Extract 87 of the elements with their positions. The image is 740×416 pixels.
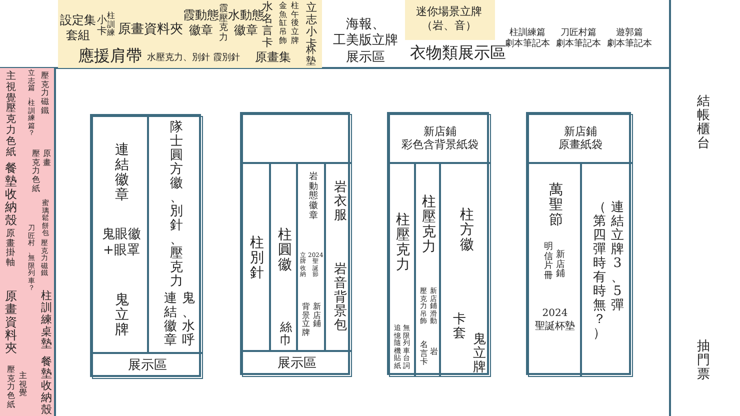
item-label: 展示區	[128, 358, 167, 374]
item-label: 原畫資料夾	[4, 290, 18, 355]
item-label: 岩衣服	[333, 181, 348, 224]
table-cell	[242, 163, 270, 351]
item-label: 岩音背景包	[333, 263, 348, 334]
counter-label: 抽門票	[696, 340, 711, 382]
area-label: 遊郭篇劇本筆記本	[607, 28, 652, 50]
item-label: 隊士圓方徽、別針、壓克力	[169, 121, 184, 290]
item-label: 應援肩帶	[78, 46, 142, 66]
item-label: 柱圓徽	[277, 228, 293, 274]
area-label: 柱訓練篇劇本筆記本	[505, 28, 550, 50]
table-cell	[389, 163, 415, 377]
item-label: 連結立牌3、5彈	[610, 201, 625, 314]
item-label: 原畫集	[255, 50, 291, 65]
item-label: 萬聖節	[548, 183, 564, 228]
table-cell	[297, 163, 325, 351]
item-label: 設定集套組	[60, 13, 96, 43]
table-cell	[242, 114, 352, 163]
item-label: 柱方徽	[459, 208, 475, 254]
table-cell	[528, 114, 633, 163]
item-label: 原畫	[42, 150, 52, 168]
display-area	[405, 0, 495, 40]
item-label: 壓克力色紙	[6, 366, 16, 410]
table-cell	[415, 163, 440, 377]
item-label: 名言卡	[419, 341, 429, 367]
item-label: 2024聖誕杯墊	[535, 308, 575, 333]
table-cell	[581, 163, 633, 377]
item-label: 金魚缸吊飾	[278, 2, 288, 46]
item-label: 柱別針	[249, 236, 265, 282]
item-label: 絲巾	[279, 321, 293, 347]
item-label: 主視覺壓克力色紙	[5, 72, 17, 158]
item-label: 鬼、水呼	[181, 292, 196, 348]
item-label: 鬼眼徽+眼罩	[102, 227, 141, 260]
item-label: 霞壓克力	[218, 5, 228, 44]
item-label: 餐墊收納殼	[40, 356, 53, 416]
item-label: 原畫資料夾	[118, 22, 183, 38]
table-cell	[389, 114, 491, 163]
display-table	[90, 114, 201, 377]
item-label: 霞動態徽章	[183, 8, 219, 38]
item-label: 背景立牌	[301, 303, 311, 338]
area-label: 海報、工美版立牌展示區	[333, 17, 398, 66]
table-cell	[325, 163, 352, 351]
item-label: 原畫掛軸	[5, 230, 16, 269]
display-table	[240, 112, 350, 375]
item-label: 柱壓克力	[421, 195, 437, 256]
table-cell	[92, 116, 148, 353]
counter-label: 結帳櫃台	[696, 95, 711, 152]
item-label: 明信片冊	[543, 243, 554, 282]
item-label: 展示區	[278, 356, 316, 372]
table-cell	[92, 353, 203, 379]
table-cell	[148, 116, 203, 353]
item-label: 新店鋪原畫紙袋	[558, 124, 602, 152]
item-label: （第四彈時有時無？）	[592, 201, 607, 342]
item-label: 迷你場景立牌（岩、音）	[416, 5, 482, 32]
item-label: 柱壓克力	[395, 213, 411, 274]
item-label: 新店鋪	[312, 303, 322, 329]
table-cell	[528, 163, 581, 377]
display-table	[526, 112, 631, 375]
item-label: 主視覺	[18, 372, 28, 398]
item-label: 鬼立牌	[472, 333, 487, 376]
item-label: 柱訓練	[107, 12, 116, 38]
item-label: 鬼立牌	[114, 293, 130, 338]
table-cell	[242, 351, 352, 377]
area-label: 衣物類展示區	[410, 43, 506, 63]
table-cell	[440, 163, 491, 377]
item-label: 新店鋪彩色含背景紙袋	[402, 124, 478, 152]
item-label: 柱訓練桌墊	[40, 290, 53, 350]
item-label: 杯墊	[305, 46, 316, 68]
item-label: 岩	[429, 348, 439, 357]
item-label: 水壓克力、別針	[147, 53, 210, 64]
table-cell	[270, 163, 297, 351]
item-label: 卡套	[452, 313, 467, 342]
item-label: 壓克力磁鐵	[40, 72, 50, 116]
display-table	[387, 112, 489, 375]
item-label: 連結徽章	[163, 292, 178, 348]
wall-display-strip	[0, 68, 56, 416]
display-area	[58, 0, 322, 68]
item-label: 岩動態徽章	[308, 173, 319, 222]
item-label: 新店鋪	[555, 251, 566, 280]
area-label: 刀匠村篇劇本筆記本	[556, 28, 601, 50]
item-label: 小卡	[96, 16, 107, 38]
item-label: 餐墊收納殼	[4, 162, 18, 227]
item-label: 水名言卡	[262, 1, 274, 48]
item-label: 壓克力色紙	[31, 150, 41, 194]
item-label: 柱午後立牌	[290, 2, 300, 46]
item-label: 霞別針	[213, 53, 240, 64]
item-label: 連結徽章	[114, 143, 130, 204]
